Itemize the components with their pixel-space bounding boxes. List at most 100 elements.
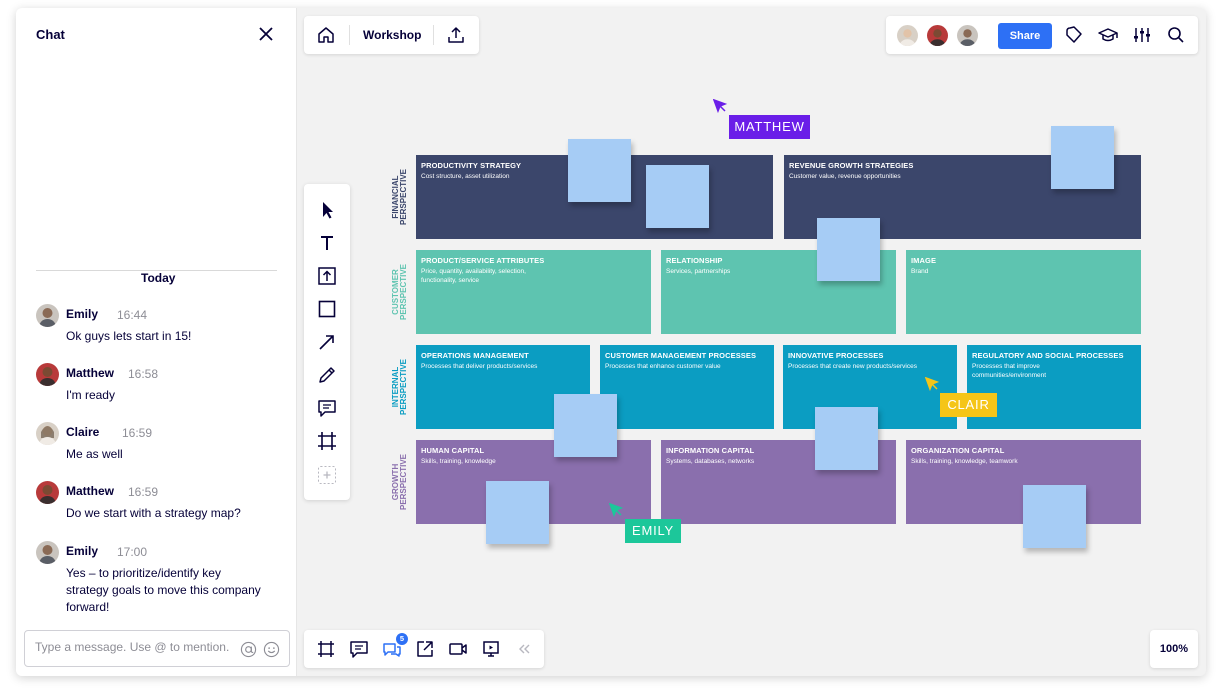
card-subtitle: Processes that enhance customer value [605,363,721,370]
chat-title: Chat [36,27,65,42]
collapse-icon[interactable] [514,639,534,659]
sticky-note[interactable] [815,407,878,470]
more-tools-icon[interactable] [316,464,338,486]
sticky-note[interactable] [817,218,880,281]
card-title: HUMAN CAPITAL [421,446,485,455]
card-title: OPERATIONS MANAGEMENT [421,351,529,360]
message-author: Matthew [66,366,114,380]
card-title: PRODUCT/SERVICE ATTRIBUTES [421,256,545,265]
card-title: INNOVATIVE PROCESSES [788,351,884,360]
select-tool-icon[interactable] [316,199,338,221]
message-author: Emily [66,307,99,321]
card-title: PRODUCTIVITY STRATEGY [421,161,522,170]
presentation-icon[interactable] [481,639,501,659]
cursor-label-emily: EMILY [625,519,681,543]
frames-icon[interactable] [316,639,336,659]
row-label-growth: GROWTH PERSPECTIVE [391,454,408,511]
card-subtitle: Skills, training, knowledge, teamwork [911,458,1018,465]
message-author: Matthew [66,484,114,498]
message-text: Me as well [66,447,123,461]
message-time: 16:44 [117,308,148,322]
close-icon[interactable] [256,24,276,44]
share-screen-icon[interactable] [415,639,435,659]
text-tool-icon[interactable] [316,232,338,254]
tool-palette [304,184,350,500]
education-icon[interactable] [1098,25,1118,45]
sticky-note[interactable] [1023,485,1086,548]
collaboration-toolbar: Share [886,16,1198,54]
message-text: Do we start with a strategy map? [66,506,241,520]
comment-tool-icon[interactable] [316,397,338,419]
toolbar-separator [433,25,434,45]
export-icon[interactable] [446,25,466,45]
card-title: CUSTOMER MANAGEMENT PROCESSES [605,351,757,360]
collaborator-avatar[interactable] [925,23,950,48]
tag-icon[interactable] [1064,25,1084,45]
video-call-icon[interactable] [448,639,468,659]
row-label-internal: INTERNAL PERSPECTIVE [391,359,408,416]
card-subtitle: Customer value, revenue opportunities [789,173,901,180]
message-text: I'm ready [66,388,115,402]
message-time: 16:58 [128,367,159,381]
app-window: Chat Today Emily 16:44 Ok guys lets star… [16,8,1206,676]
card-subtitle: Skills, training, knowledge [421,458,496,465]
frame-tool-icon[interactable] [316,430,338,452]
card-subtitle: Services, partnerships [666,268,731,275]
home-icon[interactable] [316,25,336,45]
date-divider-label: Today [134,271,183,285]
sticky-note[interactable] [554,394,617,457]
date-divider [36,270,277,271]
chat-icon[interactable] [382,639,402,659]
message-time: 16:59 [122,426,153,440]
message-input[interactable] [35,640,235,654]
sticky-note[interactable] [646,165,709,228]
message-time: 17:00 [117,545,148,559]
avatar [36,481,59,504]
cursor-arrow-icon [609,503,623,517]
card-subtitle: Processes that deliver products/services [421,363,538,370]
row-label-financial: FINANCIAL PERSPECTIVE [391,169,408,226]
avatar [36,304,59,327]
card-subtitle: Processes that create new products/servi… [788,363,917,370]
sticky-note[interactable] [1051,126,1114,189]
avatar [36,422,59,445]
sticky-note[interactable] [486,481,549,544]
card-subtitle: Price, quantity, availability, selection… [421,268,526,284]
strategy-card[interactable]: PRODUCT/SERVICE ATTRIBUTES Price, quanti… [416,250,651,334]
mention-icon[interactable] [240,641,257,658]
row-label-customer: CUSTOMER PERSPECTIVE [391,264,408,321]
sticky-note[interactable] [568,139,631,202]
zoom-level[interactable]: 100% [1150,630,1198,668]
cursor-arrow-icon [925,377,939,391]
collaborator-avatar[interactable] [895,23,920,48]
pen-tool-icon[interactable] [316,364,338,386]
strategy-card[interactable]: IMAGE Brand [906,250,1141,334]
cursor-arrow-icon [713,99,727,113]
message-time: 16:59 [128,485,159,499]
card-title: IMAGE [911,256,937,265]
settings-sliders-icon[interactable] [1132,25,1152,45]
card-subtitle: Cost structure, asset utilization [421,173,510,180]
cursor-label-matthew: MATTHEW [729,115,810,139]
board-toolbar: Workshop [304,16,479,54]
strategy-card[interactable]: CUSTOMER MANAGEMENT PROCESSES Processes … [600,345,774,429]
chat-panel: Chat Today Emily 16:44 Ok guys lets star… [16,8,297,676]
collaborator-avatar[interactable] [955,23,980,48]
share-button[interactable]: Share [998,23,1052,49]
strategy-map: FINANCIAL PERSPECTIVE CUSTOMER PERSPECTI… [386,155,1146,535]
upload-tool-icon[interactable] [316,265,338,287]
card-title: REVENUE GROWTH STRATEGIES [789,161,914,170]
board-title[interactable]: Workshop [363,28,422,42]
message-author: Claire [66,425,100,439]
message-text: Yes – to prioritize/identify key strateg… [66,566,261,614]
message-text: Ok guys lets start in 15! [66,329,192,343]
connector-tool-icon[interactable] [316,331,338,353]
avatar [36,541,59,564]
card-title: ORGANIZATION CAPITAL [911,446,1005,455]
bottom-toolbar: 5 [304,630,544,668]
comments-icon[interactable] [349,639,369,659]
search-icon[interactable] [1166,25,1186,45]
emoji-icon[interactable] [263,641,280,658]
avatar [36,363,59,386]
shape-tool-icon[interactable] [316,298,338,320]
